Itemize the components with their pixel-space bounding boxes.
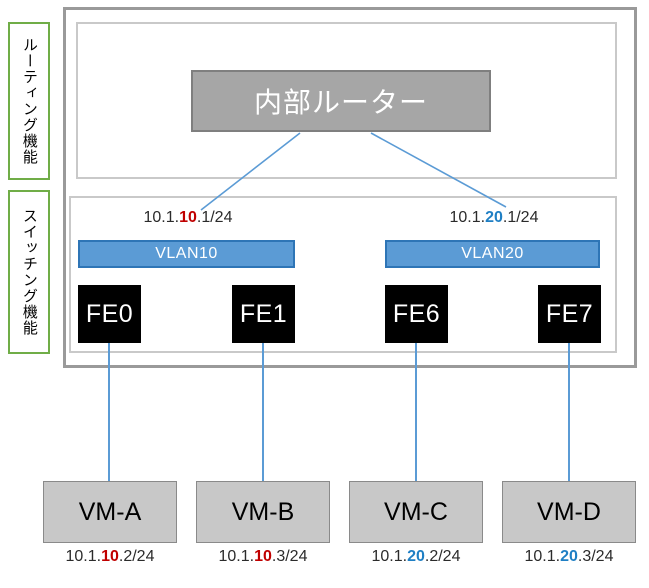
port-box-fe0: FE0 bbox=[78, 285, 141, 343]
gateway-ip-vlan10-suffix: .1/24 bbox=[196, 209, 233, 226]
port-box-fe7-label: FE7 bbox=[545, 299, 594, 328]
vlan-bar-vlan10-label: VLAN10 bbox=[155, 245, 218, 262]
vm-ip-vm-d-prefix: 10.1. bbox=[524, 548, 561, 565]
vm-ip-vm-a-suffix: .2/24 bbox=[118, 548, 155, 565]
port-box-fe6-label: FE6 bbox=[392, 299, 441, 328]
gateway-ip-vlan20-suffix: .1/24 bbox=[502, 209, 539, 226]
gateway-ip-vlan10: 10.1.10.1/24 bbox=[128, 209, 248, 227]
vm-box-vm-d: VM-D bbox=[502, 481, 636, 543]
gateway-ip-vlan10-prefix: 10.1. bbox=[143, 209, 180, 226]
link-fe0-vm-a bbox=[108, 343, 110, 481]
vm-ip-vm-c-prefix: 10.1. bbox=[371, 548, 408, 565]
vm-ip-vm-b-octet: 10 bbox=[254, 548, 272, 565]
vm-ip-vm-c-octet: 20 bbox=[407, 548, 425, 565]
gateway-ip-vlan20-prefix: 10.1. bbox=[449, 209, 486, 226]
vm-ip-vm-c-suffix: .2/24 bbox=[424, 548, 461, 565]
vm-box-vm-b: VM-B bbox=[196, 481, 330, 543]
side-label-routing-text: ルーティング機能 bbox=[20, 37, 38, 165]
vm-ip-vm-c: 10.1.20.2/24 bbox=[349, 548, 483, 566]
vm-ip-vm-a: 10.1.10.2/24 bbox=[43, 548, 177, 566]
vm-box-vm-b-label: VM-B bbox=[231, 497, 295, 526]
vm-box-vm-c: VM-C bbox=[349, 481, 483, 543]
vm-box-vm-c-label: VM-C bbox=[384, 497, 448, 526]
gateway-ip-vlan20: 10.1.20.1/24 bbox=[434, 209, 554, 227]
side-label-routing: ルーティング機能 bbox=[8, 22, 50, 180]
vm-ip-vm-b-prefix: 10.1. bbox=[218, 548, 255, 565]
internal-router-box: 内部ルーター bbox=[191, 70, 491, 132]
internal-router-label: 内部ルーター bbox=[253, 87, 428, 118]
side-label-switching: スイッチング機能 bbox=[8, 190, 50, 354]
link-fe7-vm-d bbox=[568, 343, 570, 481]
vm-box-vm-d-label: VM-D bbox=[537, 497, 601, 526]
port-box-fe0-label: FE0 bbox=[85, 299, 134, 328]
port-box-fe7: FE7 bbox=[538, 285, 601, 343]
vm-ip-vm-d-suffix: .3/24 bbox=[577, 548, 614, 565]
vm-ip-vm-b: 10.1.10.3/24 bbox=[196, 548, 330, 566]
vm-box-vm-a: VM-A bbox=[43, 481, 177, 543]
port-box-fe6: FE6 bbox=[385, 285, 448, 343]
link-fe1-vm-b bbox=[262, 343, 264, 481]
vm-ip-vm-d: 10.1.20.3/24 bbox=[502, 548, 636, 566]
vm-ip-vm-b-suffix: .3/24 bbox=[271, 548, 308, 565]
device-outer-frame bbox=[63, 7, 637, 368]
vm-box-vm-a-label: VM-A bbox=[78, 497, 142, 526]
link-fe6-vm-c bbox=[415, 343, 417, 481]
switching-section-frame bbox=[69, 196, 617, 353]
vlan-bar-vlan20-label: VLAN20 bbox=[461, 245, 524, 262]
vm-ip-vm-a-octet: 10 bbox=[101, 548, 119, 565]
gateway-ip-vlan10-octet: 10 bbox=[179, 209, 197, 226]
vm-ip-vm-d-octet: 20 bbox=[560, 548, 578, 565]
side-label-switching-text: スイッチング機能 bbox=[20, 208, 38, 336]
vm-ip-vm-a-prefix: 10.1. bbox=[65, 548, 102, 565]
vlan-bar-vlan20: VLAN20 bbox=[385, 240, 600, 268]
routing-section-frame bbox=[76, 22, 617, 179]
vlan-bar-vlan10: VLAN10 bbox=[78, 240, 295, 268]
port-box-fe1: FE1 bbox=[232, 285, 295, 343]
gateway-ip-vlan20-octet: 20 bbox=[485, 209, 503, 226]
port-box-fe1-label: FE1 bbox=[239, 299, 288, 328]
